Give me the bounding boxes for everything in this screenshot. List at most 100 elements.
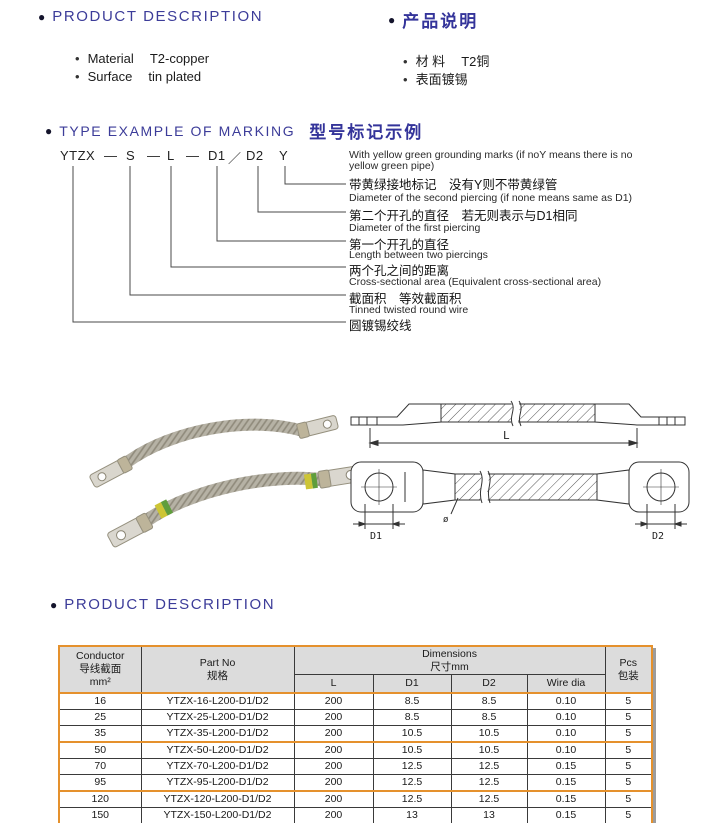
marking-explanation: 第二个开孔的直径 若无则表示与D1相同 [349,209,578,223]
table-cell: 12.5 [450,790,528,808]
table-cell: 5 [604,741,653,759]
table-cell: 200 [293,758,374,775]
section1-title-en: PRODUCT DESCRIPTION [52,8,264,25]
marking-explanation: Tinned twisted round wire [349,304,469,316]
table-cell: 0.15 [526,758,606,775]
table-cell: YTZX-70-L200-D1/D2 [140,758,295,775]
marking-explanation: With yellow green grounding marks (if no… [349,149,633,161]
table-cell: YTZX-25-L200-D1/D2 [140,709,295,726]
marking-explanation: Length between two piercings [349,249,488,261]
table-cell: 13 [450,807,528,823]
dot-icon: • [403,54,408,69]
marking-explanation: 带黄绿接地标记 没有Y则不带黄绿管 [349,178,558,192]
bullet-icon: ● [45,123,53,138]
material-value: T2-copper [149,51,210,66]
table-cell: 150 [58,807,142,823]
col-header-conductor: Conductor 导线截面 mm² [58,645,142,694]
table-cell: 95 [58,774,142,792]
surface-value: tin plated [148,69,202,84]
table-cell: 0.15 [526,790,606,808]
header-text: Part No [199,656,236,669]
header-text: Conductor [76,650,125,662]
table-cell: 0.10 [526,725,606,743]
table-cell: YTZX-16-L200-D1/D2 [140,692,295,710]
table-cell: 5 [604,790,653,808]
marking-connector-lines [72,166,346,323]
table-cell: 10.5 [372,725,452,743]
table-cell: 12.5 [372,774,452,792]
header-text: 规格 [207,669,228,682]
material-line-en: • Material T2-copper [75,51,209,66]
section2-title-en: TYPE EXAMPLE OF MARKING [59,122,296,139]
marking-explanation: 圆镀锡绞线 [349,319,412,333]
table-cell: 0.10 [526,741,606,759]
table-cell: 35 [58,725,142,743]
table-cell: 200 [293,709,374,726]
dim-label-diameter: ø [443,515,449,525]
table-cell: 10.5 [372,741,452,759]
dot-icon: • [403,72,408,87]
table-cell: 200 [293,774,374,792]
header-text: 尺寸mm [430,660,469,673]
col-header-part-no: Part No 规格 [140,645,295,694]
section1-title-zh: 产品说明 [402,12,479,31]
marking-explanation: Cross-sectional area (Equivalent cross-s… [349,276,602,288]
bullet-icon: ● [388,12,396,27]
code-separator: — [104,148,118,163]
code-token-s: S [126,148,136,163]
header-text: 导线截面 [79,663,122,675]
code-token-l: L [167,148,175,163]
col-header-wire-dia: Wire dia [526,674,606,694]
table-cell: 200 [293,790,374,808]
table-cell: YTZX-150-L200-D1/D2 [140,807,295,823]
code-token-y: Y [279,148,289,163]
table-cell: YTZX-35-L200-D1/D2 [140,725,295,743]
table-cell: 8.5 [372,692,452,710]
section3-heading: ● PRODUCT DESCRIPTION [50,596,275,613]
section3-title: PRODUCT DESCRIPTION [64,596,276,613]
code-separator-slash: ／ [228,151,242,166]
surface-label-zh: 表面镀锡 [415,72,468,87]
col-header-d2: D2 [450,674,528,694]
table-cell: 5 [604,725,653,743]
table-cell: 12.5 [450,774,528,792]
dot-icon: • [75,51,80,66]
marking-explanation: 两个孔之间的距离 [349,264,450,278]
section2-heading: ● TYPE EXAMPLE OF MARKING 型号标记示例 [45,118,423,143]
table-cell: 0.10 [526,709,606,726]
header-text: Dimensions [422,647,477,660]
table-cell: 5 [604,709,653,726]
section1-heading-en: ● PRODUCT DESCRIPTION [38,8,263,25]
marking-explanation: Diameter of the second piercing (if none… [349,192,633,204]
table-cell: 25 [58,709,142,726]
table-cell: 10.5 [450,725,528,743]
table-cell: 200 [293,741,374,759]
dim-label-length: L [503,429,510,442]
table-cell: 70 [58,758,142,775]
table-cell: 200 [293,692,374,710]
table-cell: 12.5 [372,790,452,808]
table-cell: 0.15 [526,774,606,792]
header-text: Pcs [619,656,638,669]
table-cell: 0.15 [526,807,606,823]
table-cell: 13 [372,807,452,823]
col-header-l: L [293,674,374,694]
product-photo [89,415,353,548]
table-cell: 12.5 [372,758,452,775]
table-cell: YTZX-120-L200-D1/D2 [140,790,295,808]
section2-title-zh: 型号标记示例 [309,123,424,142]
table-cell: 12.5 [450,758,528,775]
marking-explanation: 截面积 等效截面积 [349,292,462,306]
table-cell: 8.5 [372,709,452,726]
material-label: Material [87,51,134,66]
code-token-ytzx: YTZX [60,148,96,163]
table-cell: YTZX-95-L200-D1/D2 [140,774,295,792]
material-label-zh: 材 料 [415,54,446,69]
code-separator: — [147,148,161,163]
